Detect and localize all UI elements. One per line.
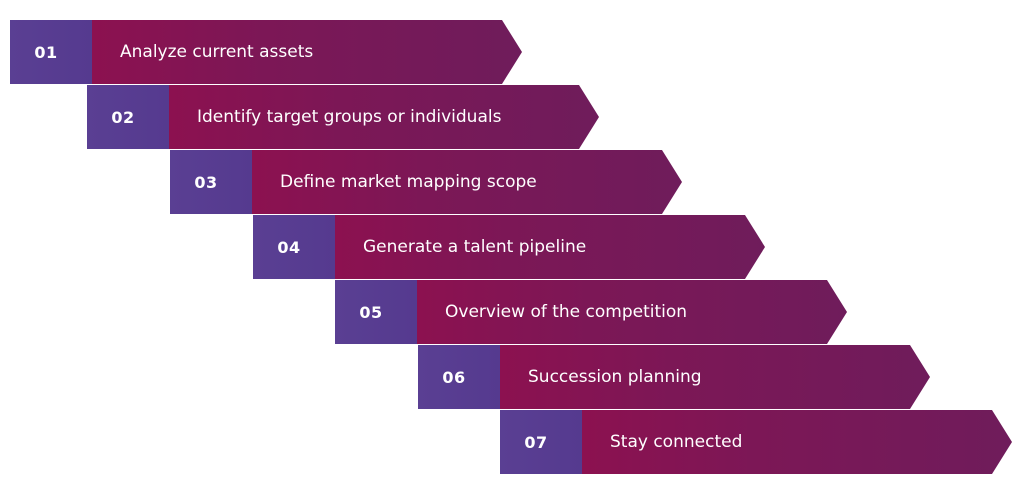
step-arrow: Generate a talent pipeline — [335, 215, 765, 279]
step-06: 06 Succession planning — [418, 345, 930, 409]
step-label: Generate a talent pipeline — [363, 237, 587, 257]
step-03: 03 Define market mapping scope — [170, 150, 682, 214]
step-02: 02 Identify target groups or individuals — [87, 85, 599, 149]
step-arrow: Overview of the competition — [417, 280, 847, 344]
step-label: Identify target groups or individuals — [197, 107, 502, 127]
step-arrow: Identify target groups or individuals — [169, 85, 599, 149]
step-05: 05 Overview of the competition — [335, 280, 847, 344]
step-arrow: Analyze current assets — [92, 20, 522, 84]
step-label: Stay connected — [610, 432, 743, 452]
step-label: Define market mapping scope — [280, 172, 537, 192]
step-label: Overview of the competition — [445, 302, 688, 322]
step-number-box: 06 — [418, 345, 500, 409]
step-arrow: Succession planning — [500, 345, 930, 409]
step-01: 01 Analyze current assets — [10, 20, 522, 84]
step-arrow: Define market mapping scope — [252, 150, 682, 214]
step-number: 02 — [111, 107, 135, 127]
step-number-box: 07 — [500, 410, 582, 474]
step-label: Analyze current assets — [120, 42, 314, 62]
step-number: 05 — [359, 302, 383, 322]
step-number-box: 03 — [170, 150, 252, 214]
step-number-box: 02 — [87, 85, 169, 149]
step-number: 03 — [194, 172, 218, 192]
step-label: Succession planning — [528, 367, 702, 387]
step-number-box: 01 — [10, 20, 92, 84]
step-07: 07 Stay connected — [500, 410, 1012, 474]
step-number: 07 — [524, 432, 548, 452]
step-number: 01 — [34, 42, 58, 62]
step-04: 04 Generate a talent pipeline — [253, 215, 765, 279]
step-number: 06 — [442, 367, 466, 387]
step-number: 04 — [277, 237, 301, 257]
step-arrow: Stay connected — [582, 410, 1012, 474]
step-number-box: 04 — [253, 215, 335, 279]
step-number-box: 05 — [335, 280, 417, 344]
